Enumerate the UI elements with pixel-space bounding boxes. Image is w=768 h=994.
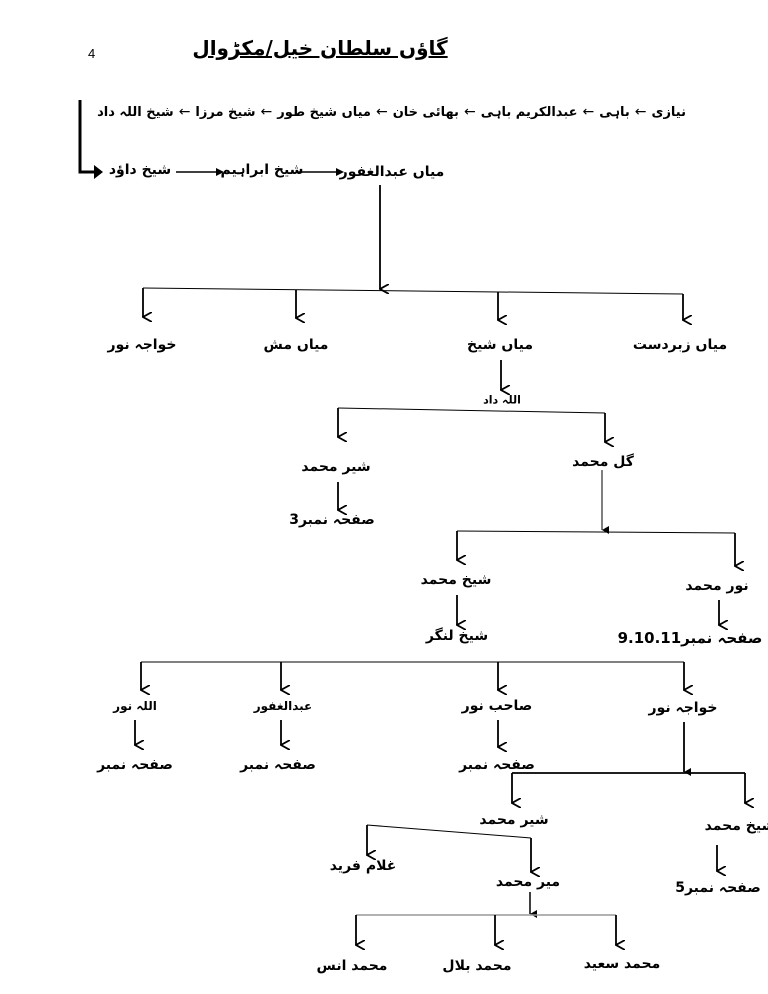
node-mian-shaikh: میاں شیخ — [466, 337, 534, 353]
arrow-left-icon: ← — [375, 104, 388, 120]
node-shaikh-langar: شیخ لنگر — [425, 628, 489, 644]
ancestor-name: شیخ مرزا — [195, 104, 256, 120]
node-shaikh-ibrahim: شیخ ابراہیم — [220, 162, 304, 178]
node-gul-muhammad: گل محمد — [572, 454, 634, 470]
page-ref: صفحہ نمبر3 — [289, 512, 375, 528]
node-sahib-noor: صاحب نور — [461, 698, 533, 714]
node-shaikh-muhammad-2: شیخ محمد — [704, 818, 768, 834]
page-ref: صفحہ نمبر — [97, 757, 173, 773]
page-ref: صفحہ نمبر5 — [675, 880, 761, 896]
node-shaikh-muhammad: شیخ محمد — [420, 572, 492, 588]
page-ref: صفحہ نمبر — [459, 757, 535, 773]
node-mian-zabardast: میاں زبردست — [632, 337, 728, 353]
page-number: 4 — [88, 46, 96, 61]
ancestor-name: شیخ اللہ داد — [97, 104, 174, 120]
page-ref: صفحہ نمبر — [240, 757, 316, 773]
node-abdul-ghafoor: عبدالغفور — [253, 699, 313, 713]
node-allah-noor: اللہ نور — [113, 699, 157, 713]
bent-arrow — [78, 100, 98, 174]
node-meer-muhammad: میر محمد — [495, 874, 561, 890]
ancestor-name: باہی — [599, 104, 630, 120]
page-title: گاؤں سلطان خیل/مکڑوال — [192, 36, 448, 60]
node-muhammad-saeed: محمد سعید — [583, 956, 661, 972]
node-muhammad-anas: محمد انس — [316, 958, 388, 974]
node-khawaja-noor-2: خواجہ نور — [648, 700, 718, 716]
ancestor-name: نیازی — [651, 104, 686, 120]
arrow-left-icon: ← — [582, 104, 595, 120]
node-mian-abdul-ghafoor: میاں عبدالغفور — [339, 164, 445, 180]
node-sher-muhammad: شیر محمد — [301, 459, 371, 475]
node-khawaja-noor: خواجہ نور — [107, 337, 177, 353]
node-sher-muhammad-2: شیر محمد — [479, 812, 549, 828]
arrow-left-icon: ← — [634, 104, 647, 120]
ancestry-chain: نیازی ← باہی ← عبدالکریم باہی ← بھائی خا… — [97, 104, 686, 120]
node-muhammad-bilal: محمد بلال — [442, 958, 512, 974]
node-ghulam-fareed: غلام فرید — [329, 858, 397, 874]
ancestor-name: میاں شیخ طور — [277, 104, 371, 120]
arrow-left-icon: ← — [260, 104, 273, 120]
arrow-left-icon: ← — [178, 104, 191, 120]
node-allah-dad: اللہ داد — [483, 393, 521, 407]
arrow-left-icon: ← — [463, 104, 476, 120]
node-mian-mash: میاں مش — [263, 337, 329, 353]
page-ref: صفحہ نمبر9.10.11 — [617, 629, 763, 647]
node-shaikh-daud: شیخ داؤد — [108, 162, 172, 178]
node-noor-muhammad: نور محمد — [685, 578, 749, 594]
ancestor-name: عبدالکریم باہی — [480, 104, 578, 120]
ancestor-name: بھائی خان — [392, 104, 459, 120]
